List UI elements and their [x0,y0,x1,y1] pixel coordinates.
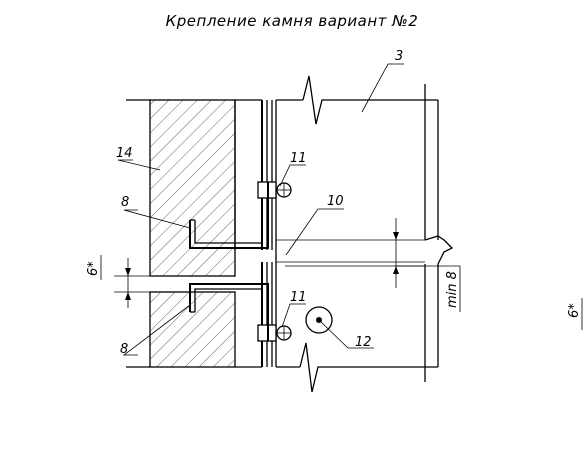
label-10: 10 [327,194,344,209]
label-8-upper: 8 [121,195,129,210]
label-11-lower: 11 [290,290,307,305]
label-3: 3 [395,49,403,64]
vertical-rails [261,100,277,367]
label-6-left: 6* [86,261,101,276]
clamp-lower [189,283,269,341]
lower-stone-slab [126,291,262,368]
dimension-min-8 [393,218,461,312]
base-wall [276,75,454,393]
label-14: 14 [116,146,133,161]
clamp-upper [189,182,269,249]
bolt-lower [257,324,292,342]
label-6-right: 6* [567,303,582,318]
label-12: 12 [355,335,372,350]
upper-stone-slab [126,99,262,277]
label-8-lower: 8 [120,342,128,357]
bolt-upper [257,181,292,199]
leader-lines [117,63,404,356]
dimension-6-left [100,255,150,308]
drawing-title: Крепление камня вариант №2 [166,12,419,30]
label-11-upper: 11 [290,151,307,166]
label-min-8: min 8 [445,271,460,308]
